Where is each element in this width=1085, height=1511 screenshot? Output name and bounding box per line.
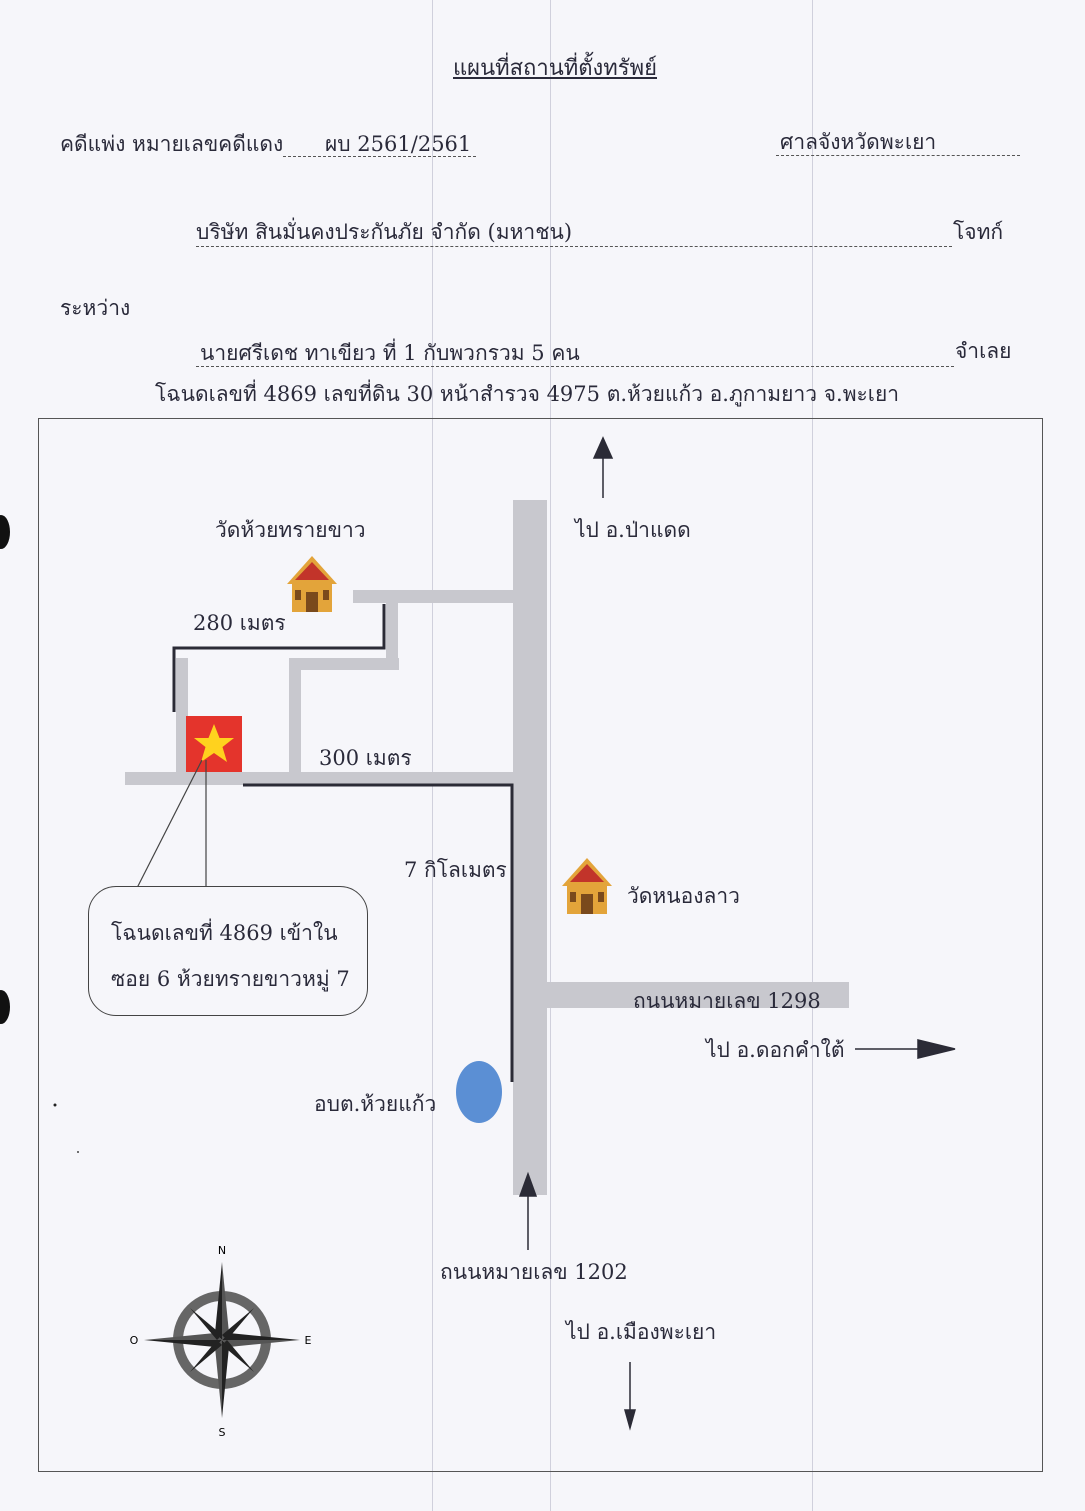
label-road-1202: ถนนหมายเลข 1202: [440, 1260, 628, 1284]
road-soi-6: [125, 772, 515, 785]
road-soi-top: [289, 658, 399, 670]
route-300m-7km: [243, 783, 514, 1082]
compass-s: S: [219, 1426, 226, 1439]
compass-w: O: [130, 1334, 139, 1347]
label-temple-nong-lao: วัดหนองลาว: [627, 884, 740, 908]
label-to-mueang-phayao: ไป อ.เมืองพะเยา: [566, 1320, 717, 1344]
scan-fold-line: [812, 0, 813, 1511]
plaintiff-name: บริษัท สินมั่นคงประกันภัย จำกัด (มหาชน): [196, 220, 573, 244]
scan-fold-line: [432, 0, 433, 1511]
case-number: ผบ 2561/2561: [325, 132, 472, 156]
road-temple-connector: [386, 603, 398, 658]
compass-e: E: [305, 1334, 312, 1347]
route-280m: [172, 604, 386, 712]
defendant-fill-line: [196, 366, 954, 367]
road-temple-branch: [353, 590, 513, 603]
arrow-head: [917, 1039, 956, 1059]
label-to-pa-daet: ไป อ.ป่าแดด: [575, 518, 691, 542]
road-soi-left: [176, 658, 188, 773]
court-fill-line: [776, 155, 1020, 156]
case-label: คดีแพ่ง หมายเลขคดีแดง: [60, 132, 284, 156]
callout-line-2: ซอย 6 ห้วยทรายขาวหมู่ 7: [111, 967, 350, 991]
label-to-dok-kham-tai: ไป อ.ดอกคำใต้: [706, 1038, 845, 1062]
label-distance-280m: 280 เมตร: [193, 611, 286, 635]
page-title: แผนที่สถานที่ตั้งทรัพย์: [453, 56, 657, 81]
defendant-role: จำเลย: [955, 339, 1012, 363]
arrow-head: [624, 1409, 636, 1431]
star-icon: [194, 724, 234, 762]
scan-dot: [77, 1151, 79, 1153]
label-distance-300m: 300 เมตร: [319, 746, 412, 770]
arrow-head: [592, 436, 614, 459]
temple-icon: [562, 858, 612, 914]
callout-pointer: [136, 759, 203, 889]
road-soi-vertical: [289, 658, 301, 773]
label-tao-huai-kaeo: อบต.ห้วยแก้ว: [314, 1092, 437, 1116]
tao-office-marker: [456, 1061, 502, 1123]
scan-dot: [53, 1103, 57, 1107]
label-road-1298: ถนนหมายเลข 1298: [633, 989, 821, 1013]
road-1202: [513, 500, 547, 1195]
deed-info: โฉนดเลขที่ 4869 เลขที่ดิน 30 หน้าสำรวจ 4…: [155, 382, 900, 406]
label-temple-huai-sai-khao: วัดห้วยทรายขาว: [215, 518, 366, 542]
label-distance-7km: 7 กิโลเมตร: [404, 858, 507, 882]
case-number-fill-line: [283, 156, 476, 157]
compass-rose-icon: N S E O: [130, 1244, 312, 1439]
deed-callout: โฉนดเลขที่ 4869 เข้าใน ซอย 6 ห้วยทรายขาว…: [88, 886, 368, 1016]
plaintiff-role: โจทก์: [953, 220, 1004, 244]
court-name: ศาลจังหวัดพะเยา: [780, 130, 937, 154]
compass-n: N: [218, 1244, 226, 1257]
temple-icon: [287, 556, 337, 612]
punch-hole: [0, 515, 10, 549]
callout-line-1: โฉนดเลขที่ 4869 เข้าใน: [111, 921, 338, 945]
defendant-name: นายศรีเดช ทาเขียว ที่ 1 กับพวกรวม 5 คน: [200, 341, 580, 365]
scan-fold-line: [550, 0, 551, 1511]
between-label: ระหว่าง: [60, 296, 131, 320]
plaintiff-fill-line: [196, 246, 952, 247]
punch-hole: [0, 990, 10, 1024]
arrow-head: [518, 1171, 538, 1197]
map-frame: [38, 418, 1043, 1472]
road-1298: [547, 982, 849, 1008]
